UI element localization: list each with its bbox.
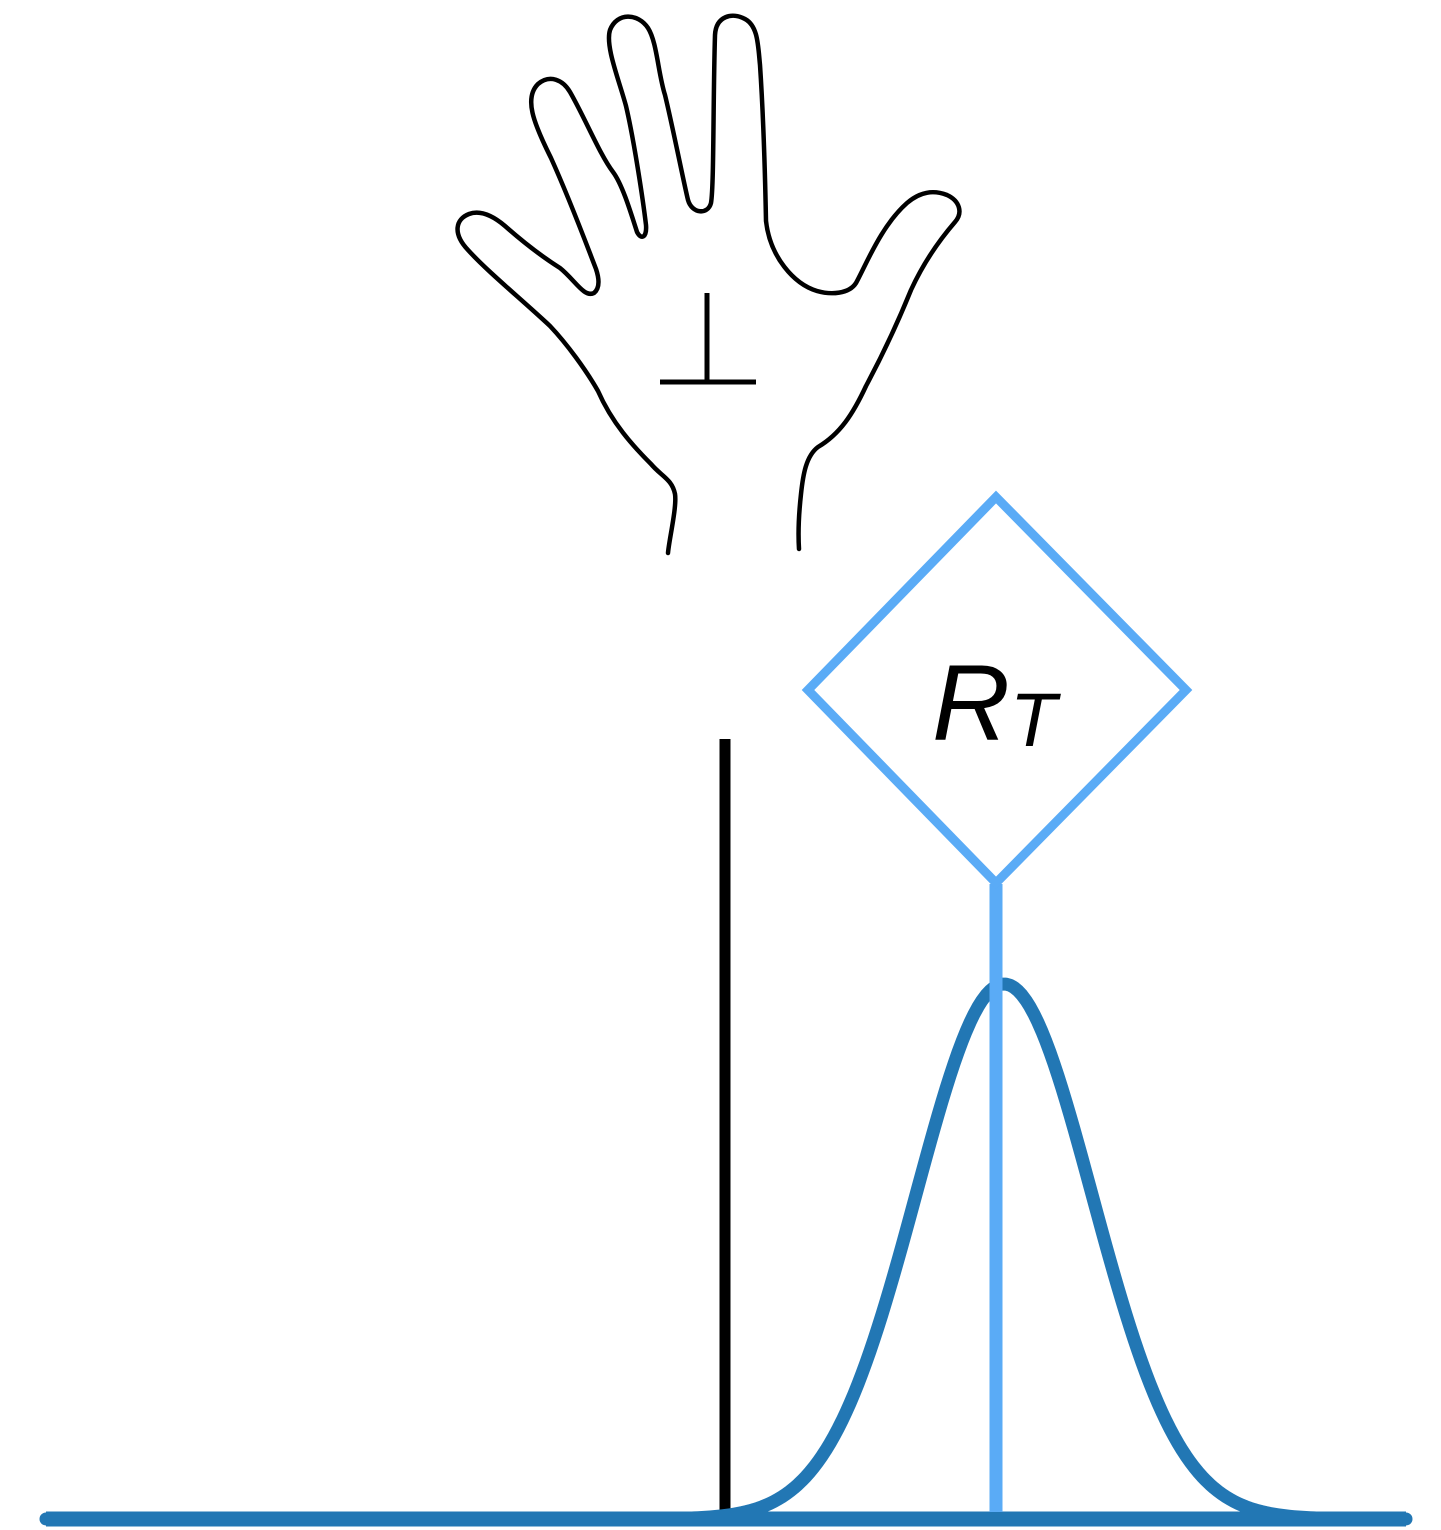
hand-outline [455, 13, 962, 556]
sign-label-subscript: T [1010, 678, 1061, 763]
perpendicular-symbol [660, 293, 756, 385]
sign-label: RT [932, 642, 1061, 763]
hand-icon [455, 13, 962, 556]
sign-marker: RT [801, 490, 1193, 1512]
sign-label-main: R [932, 642, 1010, 763]
sign-diamond [801, 490, 1193, 890]
